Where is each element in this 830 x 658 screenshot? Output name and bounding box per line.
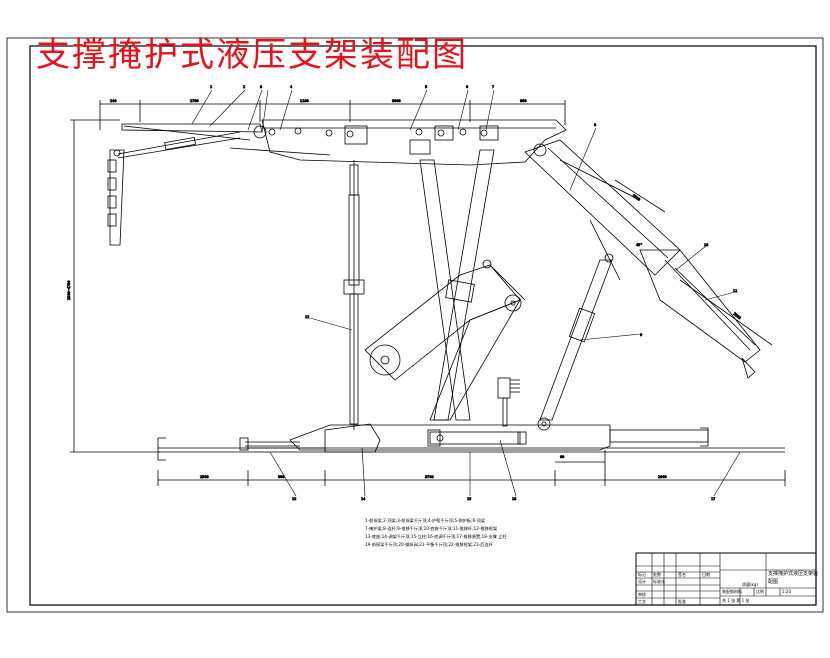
tb-weight: 质量(kg)	[742, 581, 758, 587]
callout-numbers: 1 2 3 4 5 6 7 8 9 10 11 12 13 14 15 16 1…	[210, 85, 738, 502]
tb-check: 审核	[638, 591, 646, 597]
left-dimension: 2300~4700	[67, 119, 160, 453]
callout-9: 9	[640, 333, 642, 337]
dim-bottom-d: 2000	[658, 475, 667, 479]
dim-left-vertical: 2300~4700	[67, 281, 71, 300]
tb-scale-value: 1:20	[782, 589, 791, 594]
dim-right-b: 2500	[732, 312, 741, 321]
note-line-4: 19-前探梁千斤顶;20-操纵阀;21-平衡千斤顶;22-推移框架;23-后连杆	[365, 541, 494, 548]
rear-shield	[524, 139, 761, 379]
tb-sign: 签名	[678, 571, 686, 577]
callout-14: 14	[361, 497, 365, 501]
callout-2: 2	[243, 85, 245, 89]
tb-name-line2: 配图	[768, 579, 778, 585]
four-bar-linkage	[364, 259, 526, 421]
leader-lines	[191, 89, 741, 497]
tb-name-line1: 支撑掩护式液压支架装	[768, 570, 818, 577]
note-line-2: 7-掩护梁;8-连杆;9-推移千斤顶;10-底座千斤顶;11-推移杆;12-推移…	[365, 525, 497, 532]
bottom-dimensions: 2500 600 3700 2000 60	[157, 450, 786, 486]
dim-top-a: 2700	[190, 99, 199, 103]
tb-approve: 批准	[678, 598, 686, 604]
callout-5: 5	[425, 85, 427, 89]
callout-4: 4	[290, 85, 292, 89]
callout-3: 3	[260, 85, 262, 89]
callout-12: 12	[305, 315, 309, 319]
note-line-3: 13-底座;14-调架千斤顶;15-立柱;16-底调千斤顶;17-推移装置;18…	[365, 533, 507, 540]
callout-11: 11	[733, 289, 737, 293]
callout-13: 13	[292, 497, 296, 501]
tb-design: 设计	[638, 578, 646, 584]
callout-8: 8	[594, 123, 596, 127]
floor-lines	[157, 427, 785, 461]
dim-bottom-c: 3700	[425, 475, 434, 479]
dim-top-b: 1100	[300, 99, 309, 103]
tb-standard: 标准化	[653, 578, 665, 584]
tb-mark: 标记	[638, 571, 646, 577]
main-canopy	[229, 119, 567, 166]
dim-angle: 45°	[636, 243, 643, 247]
dim-top-d: 900	[520, 99, 527, 103]
callout-15: 15	[467, 497, 471, 501]
right-dimensions: 2500 2500 45°	[614, 179, 773, 346]
tb-material: 装配钢材料	[722, 588, 742, 594]
tb-sheets: 共 1 张 第 1 张	[722, 597, 749, 603]
dim-right-a: 2500	[631, 194, 640, 202]
drawing-title: 支撑掩护式液压支架装配图	[36, 35, 468, 75]
callout-16: 16	[512, 497, 516, 501]
callout-1: 1	[210, 85, 212, 89]
dim-bottom-a: 2500	[200, 475, 209, 479]
top-dimensions: 240 2700 1100 3000 900	[99, 99, 566, 130]
callout-17: 17	[711, 497, 715, 501]
callout-6: 6	[466, 85, 468, 89]
dim-top-left: 240	[110, 99, 117, 103]
title-block: 标记 处数 签名 日期 设计 标准化 审核 工艺 批准 装配钢材料 质量(kg)…	[635, 552, 818, 606]
outer-frame	[6, 37, 824, 613]
base	[239, 423, 611, 453]
control-valve	[497, 377, 520, 427]
dim-bottom-small: 60	[560, 455, 564, 459]
dim-top-c: 3000	[392, 99, 401, 103]
inner-frame	[29, 45, 817, 606]
dim-bottom-b: 600	[278, 475, 285, 479]
tb-date: 日期	[702, 571, 710, 577]
tb-process: 工艺	[638, 599, 646, 604]
tb-count: 处数	[653, 571, 661, 577]
front-canopy	[107, 123, 263, 246]
tb-scale: 比例	[756, 588, 764, 594]
parts-notes: 1-前探梁;2-顶梁;3-前探梁千斤顶;4-护帮千斤顶;5-侧护板;6-顶梁 7…	[365, 517, 507, 548]
callout-7: 7	[492, 85, 494, 89]
callout-10: 10	[704, 243, 708, 247]
left-leg-cylinder	[343, 160, 365, 430]
note-line-1: 1-前探梁;2-顶梁;3-前探梁千斤顶;4-护帮千斤顶;5-侧护板;6-顶梁	[365, 517, 486, 524]
